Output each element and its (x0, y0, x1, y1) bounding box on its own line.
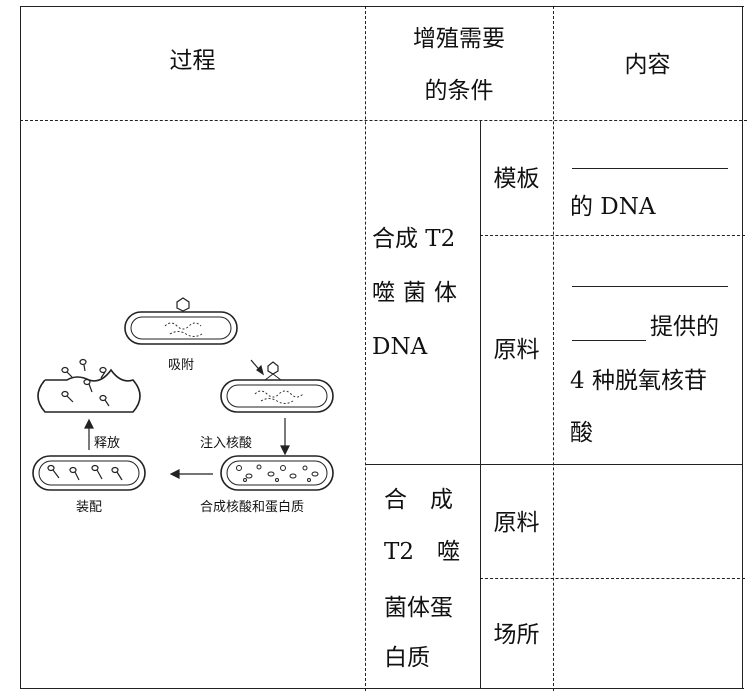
template-label: 模板 (493, 166, 540, 192)
label-release: 释放 (94, 436, 121, 451)
release-cell (37, 358, 141, 413)
injection-cell (220, 361, 334, 413)
table-bottom-border (20, 688, 744, 689)
table-left-border (20, 6, 21, 688)
dna-label-line2: 噬菌体 (372, 280, 465, 306)
dna-section-bottom (365, 464, 742, 465)
assembly-cell (32, 455, 146, 491)
protein-material-row-bottom (480, 578, 745, 579)
template-blank (572, 168, 728, 169)
protein-label-line1: 合 成 (384, 487, 453, 513)
phage-life-cycle-diagram (32, 297, 334, 491)
protein-site-label: 场所 (493, 622, 540, 648)
column-divider-1 (365, 6, 366, 691)
column-divider-3 (553, 6, 554, 691)
material-content-line3: 4 种脱氧核苷 (570, 368, 707, 394)
protein-material-label: 原料 (493, 510, 540, 536)
template-content: 的 DNA (570, 194, 656, 220)
header-process: 过程 (169, 48, 216, 74)
material-content-suffix: 提供的 (650, 314, 719, 340)
column-divider-2 (480, 120, 481, 688)
material-blank-1 (572, 286, 728, 287)
cycle-arrows (84, 359, 290, 479)
dna-label-line3: DNA (372, 334, 428, 360)
protein-label-line2: T2 噬 (384, 539, 460, 565)
header-conditions-line1: 增殖需要 (413, 26, 505, 52)
header-bottom-border (20, 120, 747, 121)
adsorbed-phage-icon (176, 297, 190, 312)
label-assembly: 装配 (76, 500, 103, 515)
header-content: 内容 (624, 52, 671, 78)
label-synthesis: 合成核酸和蛋白质 (200, 500, 305, 515)
protein-label-line4: 白质 (384, 645, 430, 671)
material-content-line4: 酸 (570, 420, 593, 446)
adsorption-cell (124, 311, 238, 345)
synthesis-cell (220, 455, 334, 491)
label-adsorption: 吸附 (168, 358, 195, 373)
header-conditions-line2: 的条件 (424, 78, 494, 104)
dna-label-line1: 合成 T2 (372, 226, 456, 252)
dna-material-label: 原料 (493, 337, 540, 363)
protein-label-line3: 菌体蛋 (384, 595, 453, 621)
template-row-bottom (480, 235, 745, 236)
table-right-border (742, 6, 743, 688)
table-top-border (20, 6, 744, 7)
material-blank-2 (572, 340, 646, 341)
label-injection: 注入核酸 (200, 436, 253, 451)
